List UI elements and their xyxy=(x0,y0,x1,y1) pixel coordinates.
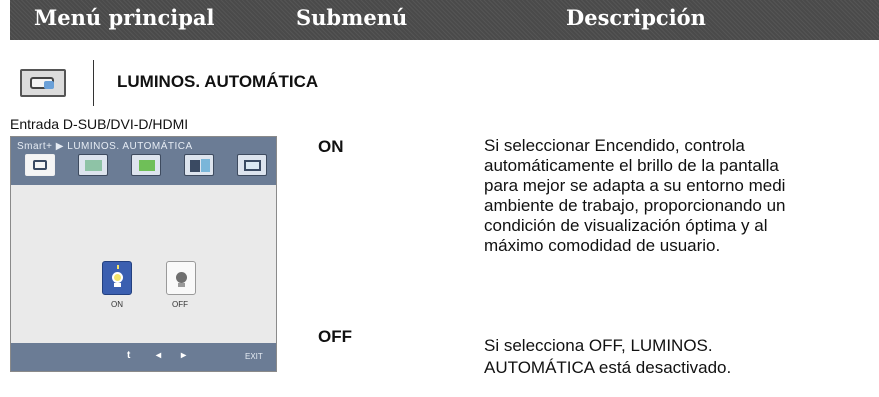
osd-bottom-bar: t ◂ ▸ EXIT xyxy=(11,343,276,371)
photo-mode-icon xyxy=(85,160,102,171)
auto-brightness-icon xyxy=(20,69,66,97)
input-label: Entrada D-SUB/DVI-D/HDMI xyxy=(10,116,189,132)
description-line: Si seleccionar Encendido, controla xyxy=(484,136,745,155)
right-arrow-icon[interactable]: ▸ xyxy=(181,350,187,361)
back-icon[interactable]: t xyxy=(127,350,131,361)
auto-brightness-icon xyxy=(33,160,47,170)
osd-menu-screenshot: Smart+ ▶ LUMINOS. AUTOMÁTICA ON OFF t ◂ … xyxy=(10,136,277,372)
title-divider xyxy=(93,60,94,106)
osd-tab-dual-screen[interactable] xyxy=(184,154,214,176)
osd-title: Smart+ ▶ LUMINOS. AUTOMÁTICA xyxy=(17,141,193,152)
bulb-off-icon xyxy=(176,272,187,283)
description-line: máximo comodidad de usuario. xyxy=(484,236,721,255)
osd-tab-auto-brightness[interactable] xyxy=(25,154,55,176)
bulb-on-icon xyxy=(112,272,123,283)
description-line: condición de visualización óptima y al xyxy=(484,216,768,235)
exit-button[interactable]: EXIT xyxy=(245,352,263,361)
osd-top-bar: Smart+ ▶ LUMINOS. AUTOMÁTICA xyxy=(11,137,276,185)
osd-option-off[interactable] xyxy=(166,261,196,295)
monitor-settings-icon xyxy=(244,160,261,171)
header-main-menu: Menú principal xyxy=(34,5,215,30)
description-line: AUTOMÁTICA está desactivado. xyxy=(484,358,732,377)
submenu-on: ON xyxy=(318,137,344,156)
header-description: Descripción xyxy=(566,5,706,30)
osd-tab-f-engine[interactable] xyxy=(131,154,161,176)
f-engine-icon xyxy=(139,160,155,171)
description-on: Si seleccionar Encendido, controla autom… xyxy=(484,136,879,256)
table-header: Menú principal Submenú Descripción xyxy=(10,0,879,40)
left-arrow-icon[interactable]: ◂ xyxy=(156,350,162,361)
page-title: LUMINOS. AUTOMÁTICA xyxy=(117,72,319,91)
submenu-off: OFF xyxy=(318,327,352,346)
header-submenu: Submenú xyxy=(296,5,408,30)
osd-option-off-label: OFF xyxy=(172,300,188,309)
osd-option-on-label: ON xyxy=(111,300,123,309)
description-line: para mejor se adapta a su entorno medi xyxy=(484,176,786,195)
description-line: Si selecciona OFF, LUMINOS. xyxy=(484,336,713,355)
osd-tab-photo-mode[interactable] xyxy=(78,154,108,176)
osd-tab-monitor-settings[interactable] xyxy=(237,154,267,176)
osd-option-on[interactable] xyxy=(102,261,132,295)
description-line: ambiente de trabajo, proporcionando un xyxy=(484,196,786,215)
dual-screen-icon xyxy=(190,160,200,172)
description-line: automáticamente el brillo de la pantalla xyxy=(484,156,779,175)
description-off: Si selecciona OFF, LUMINOS. AUTOMÁTICA e… xyxy=(484,335,879,379)
